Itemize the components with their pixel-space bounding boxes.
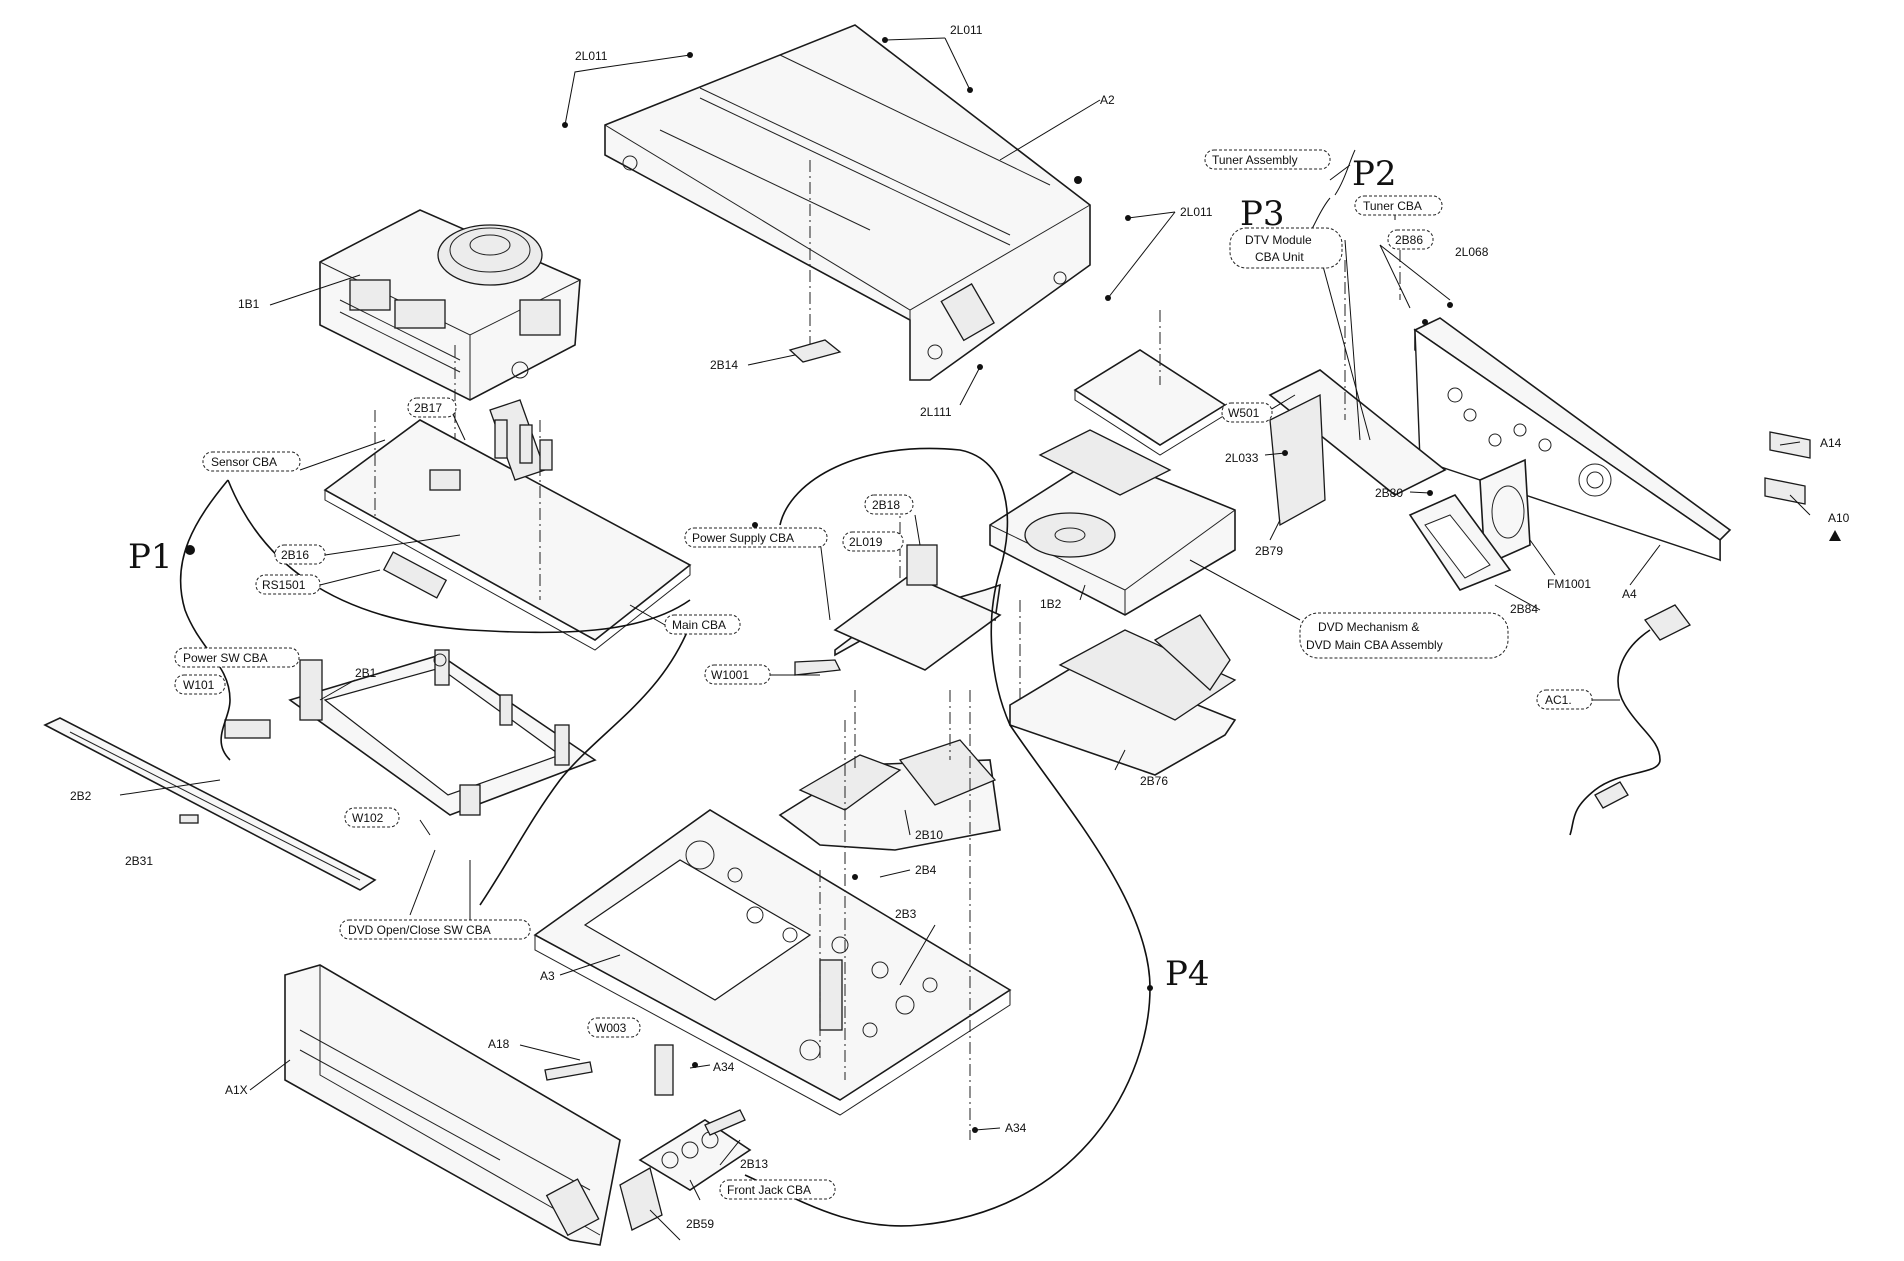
label-main-cba: Main CBA — [672, 618, 726, 632]
label-2b16: 2B16 — [281, 548, 309, 562]
label-2l019: 2L019 — [849, 535, 883, 549]
label-a4: A4 — [1622, 587, 1637, 601]
label-w1001: W1001 — [711, 668, 749, 682]
label-w003: W003 — [595, 1021, 627, 1035]
bracket-frame-2b1 — [224, 649, 597, 816]
label-power-supply-cba: Power Supply CBA — [692, 531, 794, 545]
label-2b2: 2B2 — [70, 789, 92, 803]
label-2l111: 2L111 — [920, 405, 952, 419]
label-2b31: 2B31 — [125, 854, 153, 868]
label-2l068: 2L068 — [1455, 245, 1489, 259]
label-tuner-cba: Tuner CBA — [1363, 199, 1422, 213]
label-2b10: 2B10 — [915, 828, 943, 842]
rail-2b2 — [43, 717, 377, 891]
label-w102: W102 — [352, 811, 384, 825]
label-2b59: 2B59 — [686, 1217, 714, 1231]
tuner-cba — [1268, 250, 1447, 527]
label-ac1: AC1. — [1545, 693, 1572, 707]
ac-cord-ac1 — [1569, 604, 1691, 836]
label-1b2: 1B2 — [1040, 597, 1062, 611]
label-dtv-module-line2: CBA Unit — [1255, 250, 1304, 264]
label-sensor-cba: Sensor CBA — [211, 455, 277, 469]
label-strips-a14-a10 — [1764, 431, 1841, 541]
label-rs1501: RS1501 — [262, 578, 306, 592]
label-power-sw-cba: Power SW CBA — [183, 651, 268, 665]
label-a14: A14 — [1820, 436, 1842, 450]
label-dvd-mechanism-line1: DVD Mechanism & — [1318, 620, 1419, 634]
label-2b80: 2B80 — [1375, 486, 1403, 500]
label-2b76: 2B76 — [1140, 774, 1168, 788]
label-2b84: 2B84 — [1510, 602, 1538, 616]
label-w501: W501 — [1228, 406, 1260, 420]
label-2b17: 2B17 — [414, 401, 442, 415]
label-1b1: 1B1 — [238, 297, 260, 311]
label-2l033: 2L033 — [1225, 451, 1259, 465]
label-fm1001: FM1001 — [1547, 577, 1591, 591]
power-supply-cba — [794, 500, 1002, 676]
handwritten-p2: P2 — [1352, 154, 1397, 194]
handwritten-p1: P1 — [128, 537, 173, 577]
label-a2: A2 — [1100, 93, 1115, 107]
label-2b79: 2B79 — [1255, 544, 1283, 558]
part-labels: A2 2L011 2L011 2L011 2B14 2L111 1B1 2B17… — [70, 23, 1850, 1231]
label-2b3: 2B3 — [895, 907, 917, 921]
label-2l011-right: 2L011 — [1180, 205, 1213, 219]
label-pills — [174, 149, 1593, 1200]
main-cba-board — [323, 345, 692, 651]
label-2b14: 2B14 — [710, 358, 738, 372]
label-front-jack-cba: Front Jack CBA — [727, 1183, 811, 1197]
label-a18: A18 — [488, 1037, 510, 1051]
dvd-mechanism-1b2 — [989, 429, 1236, 700]
vcr-mechanism-1b1 — [319, 209, 581, 401]
label-2b13: 2B13 — [740, 1157, 768, 1171]
label-2b18: 2B18 — [872, 498, 900, 512]
label-w101: W101 — [183, 678, 215, 692]
label-a1x: A1X — [225, 1083, 248, 1097]
label-2l011-top-right: 2L011 — [950, 23, 983, 37]
label-tuner-assembly: Tuner Assembly — [1212, 153, 1298, 167]
screws — [185, 37, 1453, 1133]
fan-holder-2b84 — [1408, 494, 1512, 591]
tray-2b76 — [1009, 614, 1237, 776]
leader-lines — [119, 37, 1811, 1241]
label-2b1: 2B1 — [355, 666, 377, 680]
front-panel-a1x — [284, 964, 621, 1246]
label-a34-bottom: A34 — [1005, 1121, 1027, 1135]
label-a10: A10 — [1828, 511, 1850, 525]
handwritten-p3: P3 — [1240, 194, 1285, 234]
label-dvd-mechanism-line2: DVD Main CBA Assembly — [1306, 638, 1443, 652]
rear-panel-a4 — [1413, 317, 1732, 562]
front-jack-assembly — [619, 1044, 752, 1231]
label-2b86: 2B86 — [1395, 233, 1423, 247]
label-dvd-open-close-sw-cba: DVD Open/Close SW CBA — [348, 923, 491, 937]
handwritten-p4: P4 — [1165, 954, 1210, 994]
label-2l011-top-left: 2L011 — [575, 49, 608, 63]
handwritten-annotations: P1 P2 P3 P4 — [128, 154, 1397, 994]
label-dtv-module-line1: DTV Module — [1245, 233, 1312, 247]
label-a34-left: A34 — [713, 1060, 735, 1074]
bracket-2b10 — [778, 690, 1001, 851]
label-a3: A3 — [540, 969, 555, 983]
label-2b4: 2B4 — [915, 863, 937, 877]
top-cover-a2 — [604, 24, 1091, 381]
bottom-chassis-a3 — [533, 690, 1012, 1140]
